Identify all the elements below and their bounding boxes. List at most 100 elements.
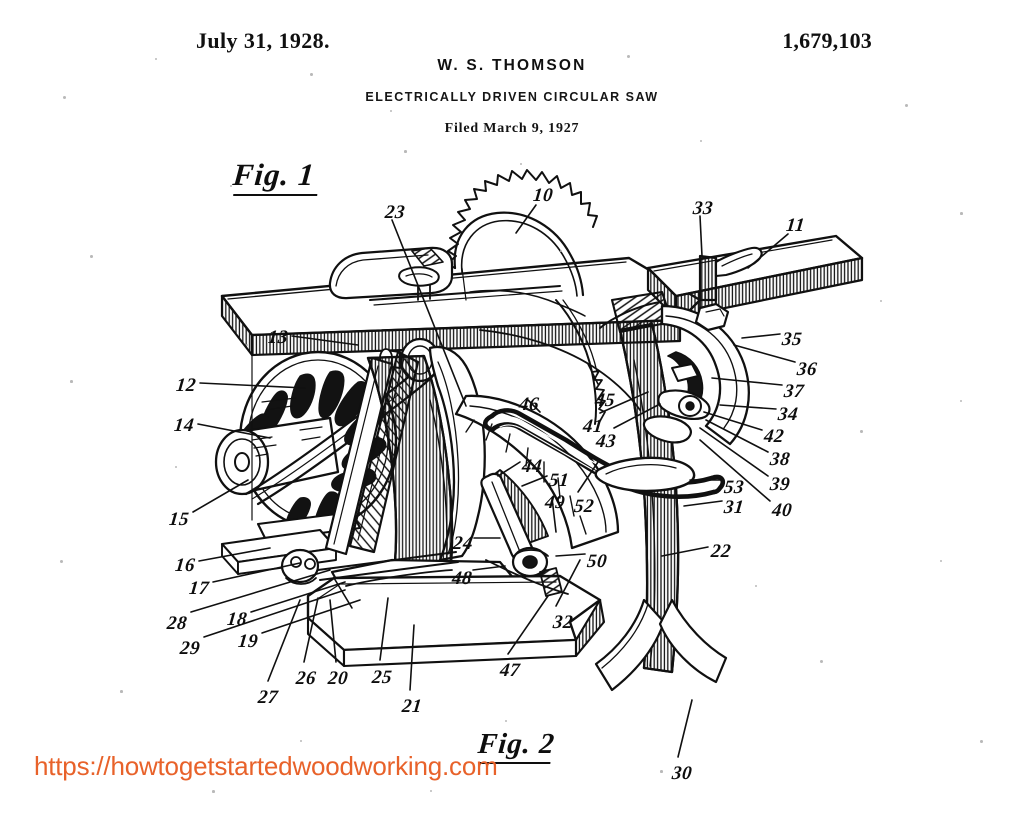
reference-numeral-52: 52 xyxy=(572,496,596,517)
paper-speck xyxy=(505,720,508,723)
leader-line-20 xyxy=(329,599,337,663)
paper-speck xyxy=(155,58,158,61)
reference-numeral-53: 53 xyxy=(722,477,746,498)
leader-line-42 xyxy=(703,411,763,431)
reference-numeral-33: 33 xyxy=(691,198,715,219)
reference-numeral-16: 16 xyxy=(173,555,197,576)
leader-line-28 xyxy=(190,569,331,613)
reference-numeral-31: 31 xyxy=(722,497,746,518)
paper-speck xyxy=(627,55,630,58)
paper-speck xyxy=(300,740,303,743)
blade-guard xyxy=(328,246,454,301)
leader-line-21 xyxy=(409,624,415,691)
leader-line-22 xyxy=(661,546,709,557)
electric-motor xyxy=(214,350,398,585)
reference-numeral-29: 29 xyxy=(178,638,202,659)
handle-link-strut xyxy=(480,472,549,578)
reference-numeral-17: 17 xyxy=(187,578,211,599)
reference-numeral-37: 37 xyxy=(782,381,806,402)
reference-numeral-26: 26 xyxy=(294,668,318,689)
reference-numeral-10: 10 xyxy=(531,185,555,206)
arbor-pulley xyxy=(379,337,441,383)
leader-line-26 xyxy=(303,597,319,663)
paper-speck xyxy=(820,660,823,663)
reference-numeral-46: 46 xyxy=(517,394,541,415)
paper-speck xyxy=(212,790,215,793)
leader-line-11 xyxy=(747,233,789,269)
leader-line-23 xyxy=(391,219,467,407)
paper-speck xyxy=(310,73,313,76)
reference-numeral-39: 39 xyxy=(768,474,792,495)
invention-title: ELECTRICALLY DRIVEN CIRCULAR SAW xyxy=(365,90,659,104)
reference-numeral-22: 22 xyxy=(709,541,733,562)
leader-line-17 xyxy=(212,562,301,583)
paper-speck xyxy=(960,400,963,403)
paper-speck xyxy=(905,104,909,108)
paper-speck xyxy=(660,770,663,773)
paper-speck xyxy=(430,790,433,793)
left-pedestal-column xyxy=(330,354,522,610)
leader-line-43 xyxy=(613,403,661,429)
leader-line-50 xyxy=(555,553,586,557)
paper-speck xyxy=(390,110,392,112)
paper-speck xyxy=(700,140,703,143)
leader-line-32 xyxy=(555,559,581,607)
reference-numeral-19: 19 xyxy=(236,631,260,652)
drive-belt xyxy=(244,360,438,506)
leader-line-33 xyxy=(699,215,703,257)
paper-speck xyxy=(755,585,758,588)
leader-line-37 xyxy=(711,377,783,386)
patent-date: July 31, 1928. xyxy=(196,28,330,53)
paper-speck xyxy=(980,740,983,743)
reference-numeral-21: 21 xyxy=(400,696,424,717)
reference-numeral-25: 25 xyxy=(370,667,394,688)
right-pedestal-leg xyxy=(594,290,728,692)
leader-line-31 xyxy=(683,500,723,507)
reference-numeral-44: 44 xyxy=(520,456,544,477)
leader-line-18 xyxy=(250,581,346,613)
paper-speck xyxy=(880,300,883,303)
lower-tension-link xyxy=(317,551,459,587)
leader-line-12 xyxy=(199,382,306,389)
paper-speck xyxy=(63,96,67,100)
reference-numeral-45: 45 xyxy=(593,390,617,411)
reference-numeral-24: 24 xyxy=(451,533,475,554)
leader-line-19 xyxy=(261,599,361,634)
reference-numeral-18: 18 xyxy=(225,609,249,630)
paper-speck xyxy=(230,185,233,188)
raising-lowering-handle xyxy=(482,408,726,499)
patent-number: 1,679,103 xyxy=(782,28,872,53)
table-extension xyxy=(646,234,864,320)
paper-speck xyxy=(90,255,93,258)
leader-line-48 xyxy=(472,565,506,571)
paper-speck xyxy=(175,466,178,469)
reference-numeral-27: 27 xyxy=(256,687,280,708)
leader-line-16 xyxy=(198,547,271,562)
circular-saw-blade xyxy=(446,169,606,425)
reference-numeral-35: 35 xyxy=(780,329,804,350)
reference-numeral-36: 36 xyxy=(795,359,819,380)
figure-1-label: Fig. 1 xyxy=(231,157,317,192)
reference-numeral-49: 49 xyxy=(543,492,567,513)
leader-line-15 xyxy=(192,479,249,513)
reference-numeral-47: 47 xyxy=(498,660,522,681)
leader-line-47 xyxy=(507,595,549,655)
leader-line-13 xyxy=(291,335,359,346)
paper-speck xyxy=(960,212,963,215)
reference-numeral-48: 48 xyxy=(450,568,474,589)
leader-line-10 xyxy=(515,204,537,234)
leader-line-34 xyxy=(719,404,777,410)
saw-table-top xyxy=(220,256,702,357)
source-url-watermark[interactable]: https://howtogetstartedwoodworking.com xyxy=(34,751,498,781)
paper-speck xyxy=(70,380,73,383)
leader-line-52 xyxy=(577,461,599,493)
paper-speck xyxy=(120,690,123,693)
reference-numeral-34: 34 xyxy=(776,404,800,425)
paper-speck xyxy=(404,150,407,153)
paper-speck xyxy=(520,163,523,166)
leader-line-38 xyxy=(705,419,769,453)
leader-line-25 xyxy=(379,597,389,661)
reference-numeral-42: 42 xyxy=(762,426,786,447)
leader-line-39 xyxy=(699,427,769,477)
